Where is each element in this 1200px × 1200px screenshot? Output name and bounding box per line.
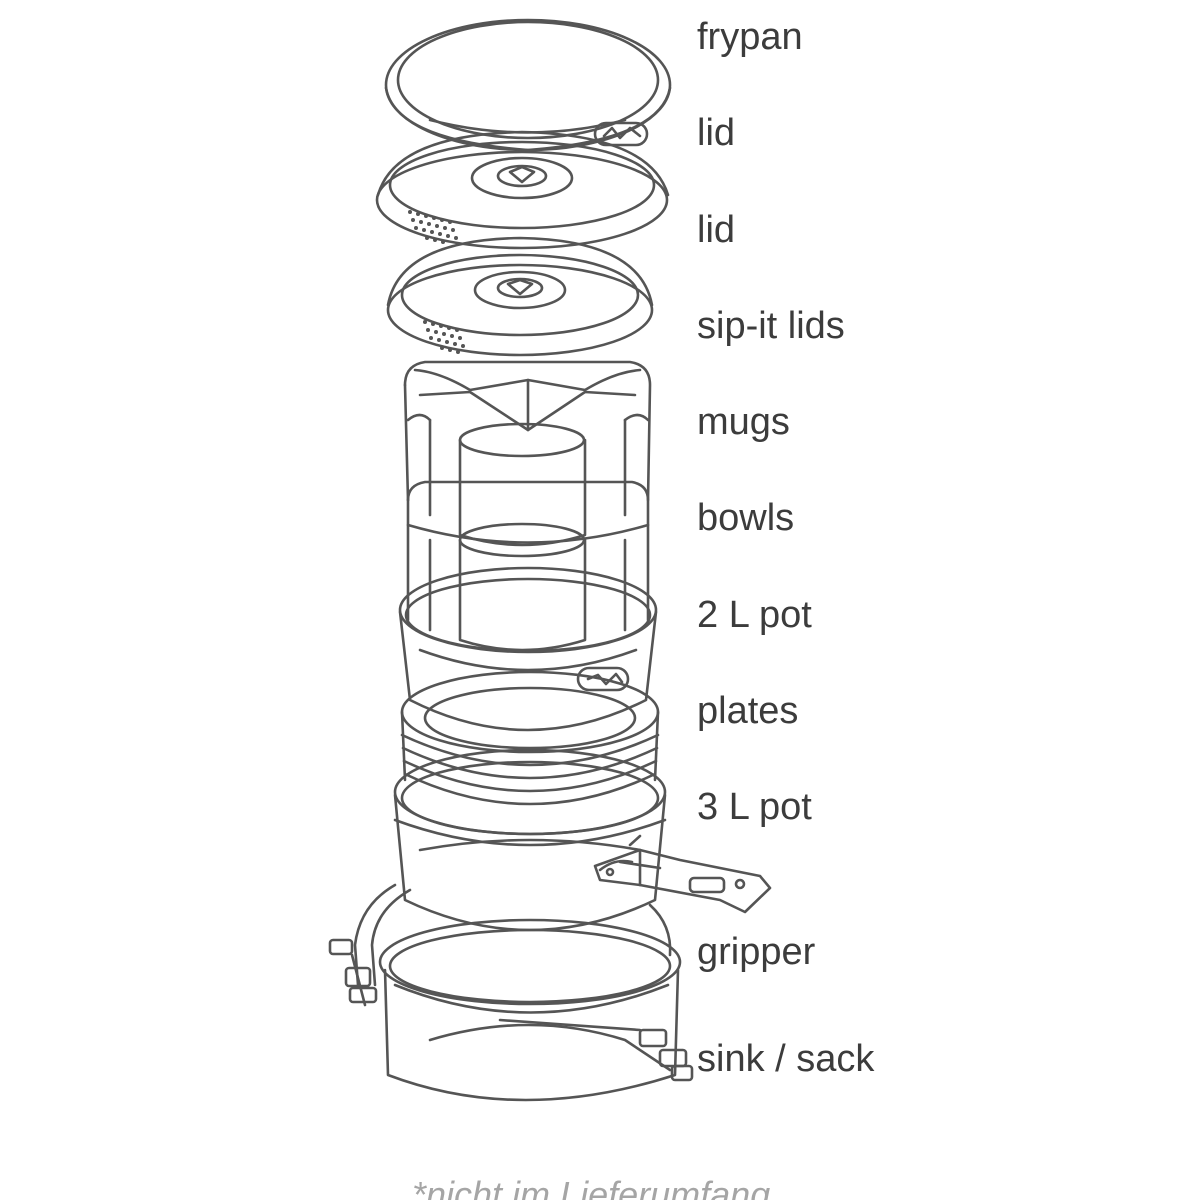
footnote: *nicht im Lieferumfang [412, 1174, 771, 1200]
label-pot-3l: 3 L pot [697, 786, 812, 828]
label-lid: lid [697, 112, 736, 154]
vent-holes [423, 320, 465, 354]
sip-it-lids-drawing [386, 236, 654, 357]
pot-2l-drawing [398, 566, 658, 732]
bowls-drawing [406, 480, 650, 652]
label-sink-sack: sink / sack [697, 1038, 875, 1080]
label-pot-2l: 2 L pot [697, 594, 812, 636]
sink-sack-drawing [328, 883, 694, 1102]
label-plates: plates [697, 690, 799, 732]
label-mugs: mugs [697, 401, 790, 443]
frypan-drawing [384, 18, 672, 152]
mugs-drawing [403, 360, 652, 547]
plates-drawing [400, 670, 660, 806]
label-bowls: bowls [697, 497, 795, 539]
pot-3l-drawing [393, 748, 667, 932]
label-lid: lid [697, 209, 736, 251]
label-gripper: gripper [697, 931, 816, 973]
gripper-drawing [593, 834, 772, 914]
label-frypan: frypan [697, 16, 803, 58]
vent-holes [408, 210, 458, 244]
label-sip-it-lids: sip-it lids [697, 305, 845, 347]
